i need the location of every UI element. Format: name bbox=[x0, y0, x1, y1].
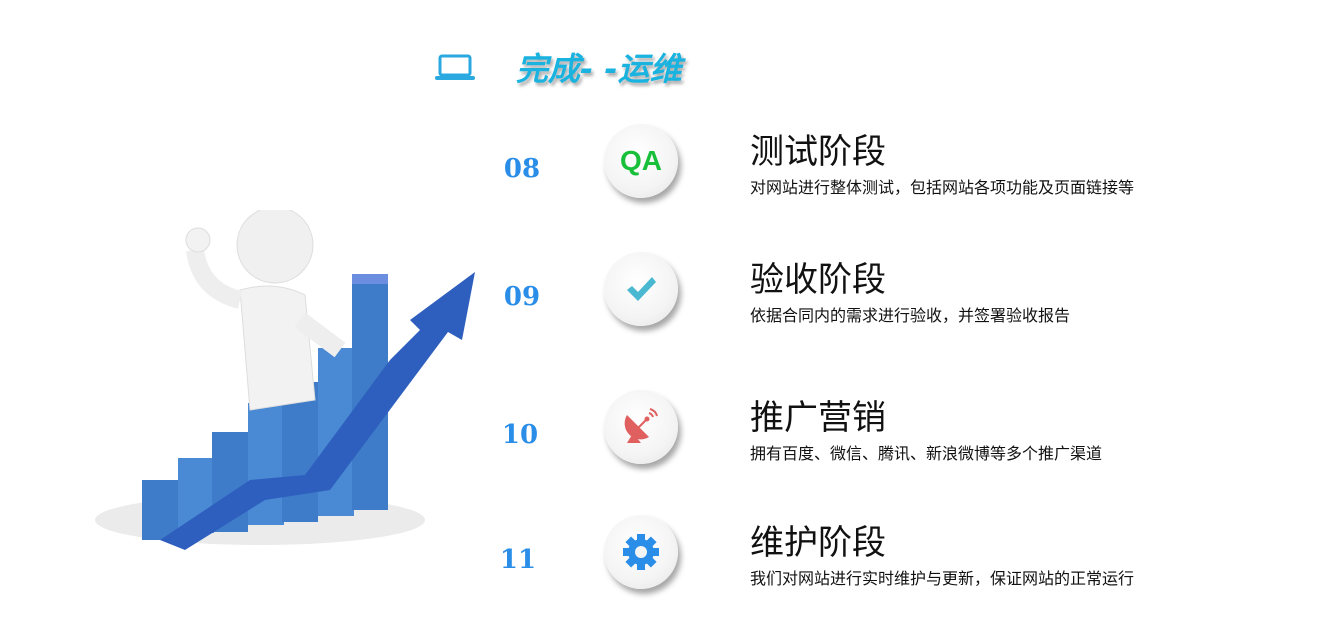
step-number: 08 bbox=[503, 154, 541, 184]
step-description: 依据合同内的需求进行验收，并签署验收报告 bbox=[750, 306, 1071, 325]
step-icon-circle: QA bbox=[604, 124, 678, 198]
growth-illustration bbox=[95, 210, 475, 550]
step-description: 对网站进行整体测试，包括网站各项功能及页面链接等 bbox=[750, 178, 1135, 197]
step-number: 09 bbox=[503, 282, 541, 312]
step-description: 拥有百度、微信、腾讯、新浪微博等多个推广渠道 bbox=[750, 444, 1103, 463]
step-title: 验收阶段 bbox=[750, 260, 886, 300]
gear-icon bbox=[623, 534, 659, 570]
section-header: 完成- -运维 bbox=[434, 44, 682, 90]
step-text: 验收阶段 依据合同内的需求进行验收，并签署验收报告 bbox=[750, 260, 1070, 326]
step-text: 测试阶段 对网站进行整体测试，包括网站各项功能及页面链接等 bbox=[750, 132, 1134, 198]
step-text: 维护阶段 我们对网站进行实时维护与更新，保证网站的正常运行 bbox=[750, 523, 1134, 589]
qa-icon: QA bbox=[620, 145, 662, 176]
step-description: 我们对网站进行实时维护与更新，保证网站的正常运行 bbox=[750, 569, 1135, 588]
laptop-icon bbox=[435, 54, 475, 80]
step-icon-circle bbox=[604, 515, 678, 589]
check-icon bbox=[627, 277, 656, 301]
step-icon-circle bbox=[604, 252, 678, 326]
step-title: 维护阶段 bbox=[750, 523, 886, 563]
satellite-dish-icon bbox=[624, 408, 658, 443]
section-title: 完成- -运维 bbox=[516, 50, 682, 88]
arrow-up-icon bbox=[160, 272, 475, 550]
person-figure bbox=[185, 210, 346, 411]
step-number: 10 bbox=[501, 420, 539, 450]
step-text: 推广营销 拥有百度、微信、腾讯、新浪微博等多个推广渠道 bbox=[750, 398, 1102, 464]
step-icon-circle bbox=[604, 390, 678, 464]
step-number: 11 bbox=[499, 545, 537, 575]
step-title: 测试阶段 bbox=[750, 132, 886, 172]
step-title: 推广营销 bbox=[750, 398, 886, 438]
